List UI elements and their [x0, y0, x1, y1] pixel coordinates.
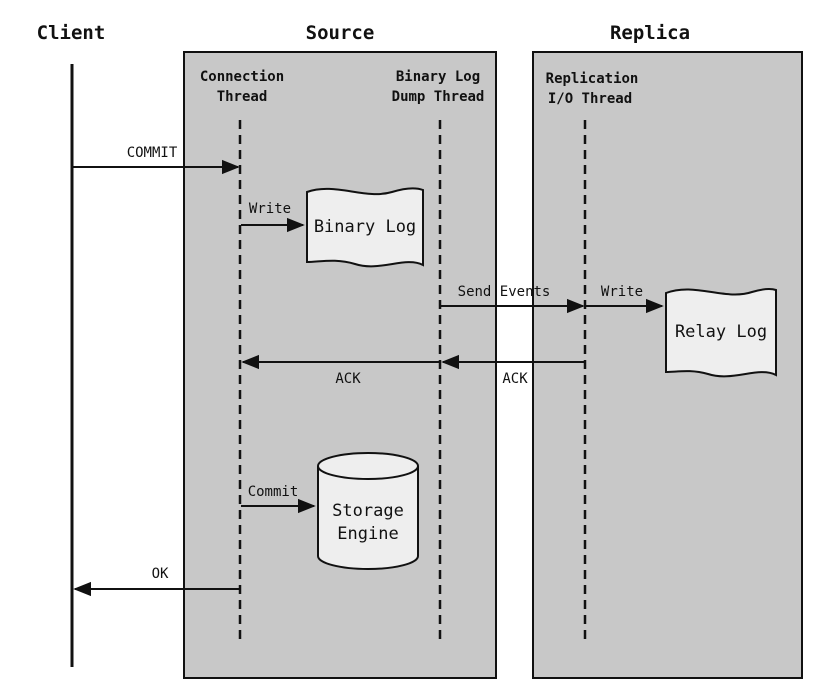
- io-thread-label-1: Replication: [546, 71, 639, 87]
- connection-thread-label-1: Connection: [200, 69, 284, 85]
- write-binlog-label: Write: [249, 201, 291, 217]
- storage-engine-cylinder: [317, 452, 419, 570]
- commit-engine-label: Commit: [248, 484, 299, 500]
- replica-title: Replica: [610, 22, 690, 44]
- source-panel: [183, 51, 497, 679]
- io-thread-label-2: I/O Thread: [548, 91, 632, 107]
- binary-log-label: Binary Log: [314, 217, 416, 237]
- ok-label: OK: [152, 566, 169, 582]
- ack-source-label: ACK: [335, 371, 361, 387]
- relay-log-document: [665, 287, 777, 378]
- source-title: Source: [306, 22, 375, 44]
- dump-thread-label-1: Binary Log: [396, 69, 480, 85]
- storage-engine-label-2: Engine: [337, 524, 398, 544]
- connection-thread-label-2: Thread: [217, 89, 268, 105]
- send-events-label: Send Events: [458, 284, 551, 300]
- binary-log-document: [306, 187, 424, 268]
- client-title: Client: [37, 22, 106, 44]
- write-relay-label: Write: [601, 284, 643, 300]
- storage-engine-label-1: Storage: [332, 501, 404, 521]
- commit-request-label: COMMIT: [127, 145, 178, 161]
- dump-thread-label-2: Dump Thread: [392, 89, 485, 105]
- ack-replica-label: ACK: [502, 371, 528, 387]
- relay-log-label: Relay Log: [675, 322, 767, 342]
